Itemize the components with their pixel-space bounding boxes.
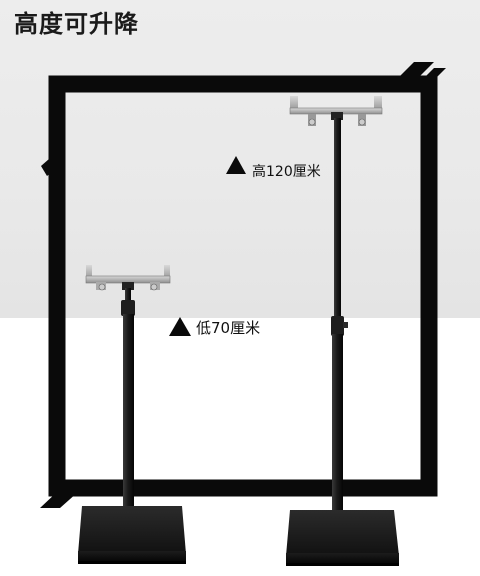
short-stand-bracket	[85, 265, 171, 291]
tall-stand	[286, 96, 399, 566]
short-stand	[78, 265, 186, 564]
decorative-frame	[40, 62, 446, 508]
tall-stand-bracket	[289, 96, 383, 126]
triangle-up-icon	[169, 317, 191, 336]
height-high-label: 高120厘米	[252, 164, 321, 180]
background-upper	[0, 0, 480, 318]
triangle-up-icon	[226, 156, 246, 174]
page-title: 高度可升降	[14, 10, 139, 38]
height-low-label: 低70厘米	[196, 319, 261, 337]
